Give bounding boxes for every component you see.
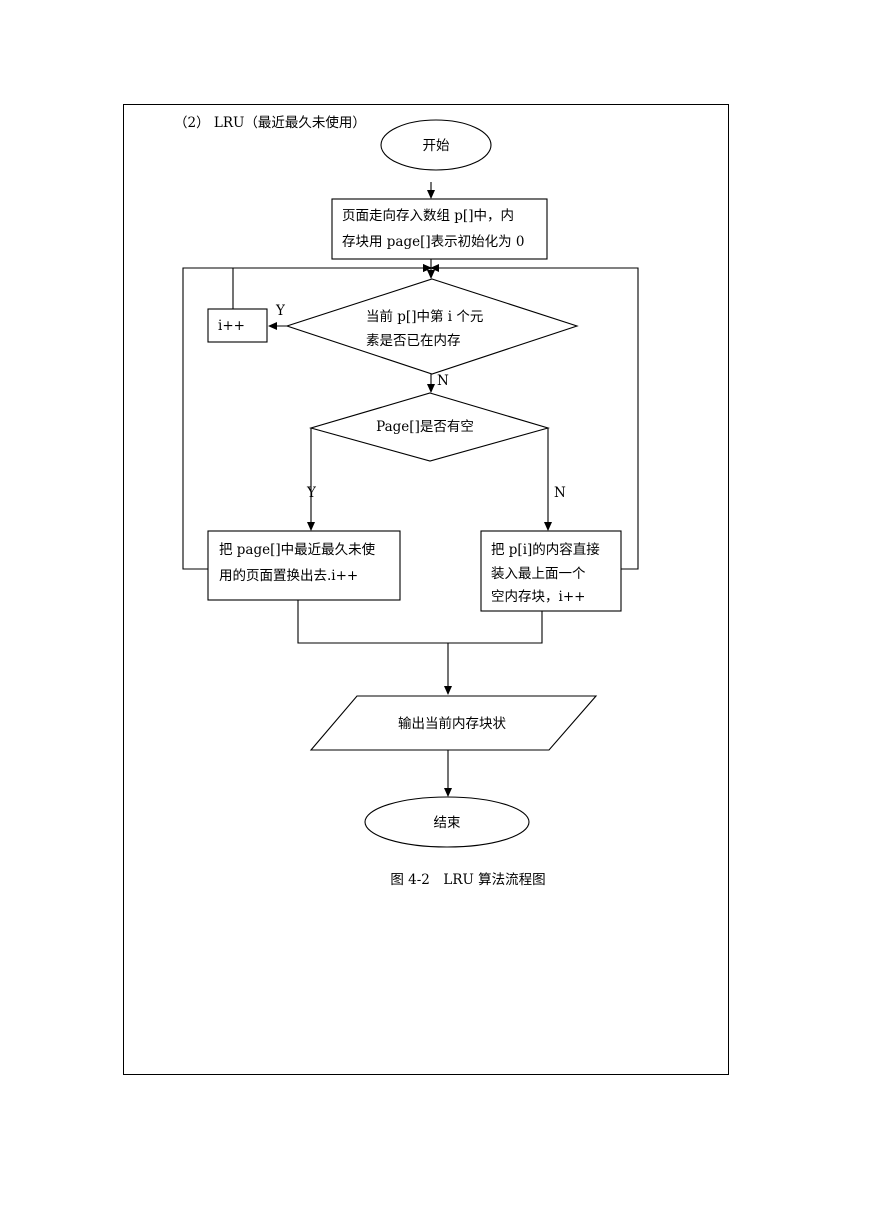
loop-replace-back: [182, 264, 432, 570]
edge-label-empty-yes: Y: [306, 485, 317, 501]
node-check-page-empty: Page[]是否有空: [308, 392, 550, 462]
section-heading: （2） LRU（最近最久未使用）: [174, 114, 366, 131]
check-in-memory-line-1: 当前 p[]中第 i 个元: [366, 308, 483, 325]
node-init: 页面走向存入数组 p[]中，内 存块用 page[]表示初始化为 0: [331, 198, 548, 260]
page-frame: [123, 104, 729, 1075]
replace-label-line-1: 把 page[]中最近最久未使: [219, 541, 376, 558]
check-page-empty-label: Page[]是否有空: [376, 419, 474, 435]
node-end: 结束: [364, 796, 530, 848]
connectors: [182, 182, 639, 797]
merge-line: [297, 600, 543, 644]
replace-label-line-2: 用的页面置换出去.i++: [219, 568, 358, 584]
init-label-line-1: 页面走向存入数组 p[]中，内: [342, 208, 514, 224]
edge-label-in-memory-no: N: [437, 373, 449, 389]
node-output: 输出当前内存块状: [309, 695, 598, 751]
start-label: 开始: [423, 138, 450, 154]
node-increment: i++: [207, 308, 268, 343]
node-check-in-memory: 当前 p[]中第 i 个元 素是否已在内存: [285, 278, 579, 375]
edge-label-empty-no: N: [554, 485, 566, 501]
load-label-line-3: 空内存块，i++: [491, 589, 585, 605]
increment-label: i++: [218, 318, 245, 334]
edge-label-in-memory-yes: Y: [275, 303, 286, 319]
load-label-line-1: 把 p[i]的内容直接: [491, 541, 600, 558]
node-start: 开始: [380, 119, 492, 171]
end-label: 结束: [434, 815, 461, 831]
check-in-memory-line-2: 素是否已在内存: [366, 333, 461, 349]
node-replace: 把 page[]中最近最久未使 用的页面置换出去.i++: [207, 530, 401, 601]
figure-caption: 图 4-2 LRU 算法流程图: [390, 872, 545, 888]
loop-load-back: [430, 264, 639, 570]
node-load: 把 p[i]的内容直接 装入最上面一个 空内存块，i++: [480, 530, 622, 612]
init-label-line-2: 存块用 page[]表示初始化为 0: [342, 233, 525, 250]
load-label-line-2: 装入最上面一个: [491, 566, 586, 582]
output-label: 输出当前内存块状: [398, 715, 506, 732]
